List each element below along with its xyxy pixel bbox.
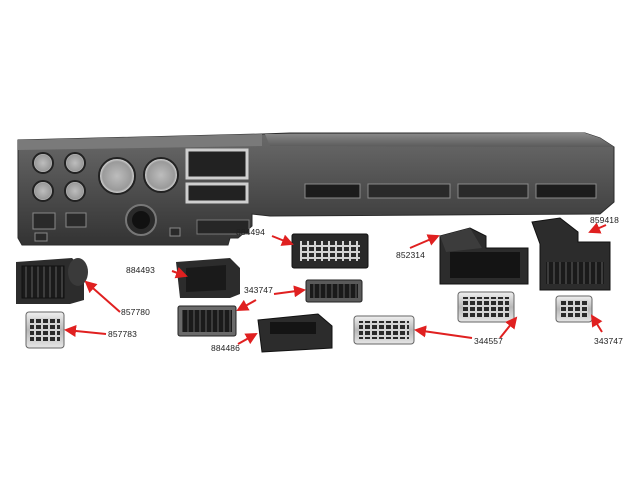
vent-344557-center [353,315,415,345]
arrow-344557a [414,325,473,339]
vent-857783 [25,311,65,349]
arrow-343747a [273,285,306,298]
vent-884494 [291,233,369,269]
vent-343747-middle [305,279,363,303]
duct-852314 [439,227,529,285]
dash-openings [32,148,250,242]
arrow-343747a-b [236,299,257,311]
label-343747-right: 343747 [594,336,623,346]
label-343747-middle: 343747 [244,285,273,295]
duct-859418 [531,217,611,291]
arrow-857780 [84,280,121,313]
label-857783: 857783 [108,329,137,339]
callout-arrows [64,222,607,345]
arrow-884486 [237,333,258,345]
label-884486: 884486 [211,343,240,353]
arrow-343747b [590,314,603,333]
vent-344557-right [457,291,515,323]
label-857780: 857780 [121,307,150,317]
arrow-857783 [64,325,107,337]
label-852314: 852314 [396,250,425,260]
arrow-859418 [588,222,607,234]
vent-884486-left [177,305,237,337]
dash-right-vents [304,183,597,199]
housing-884486 [257,313,333,353]
gauge-cluster [32,152,179,236]
arrow-852314 [409,234,440,249]
bracket-884493 [176,258,240,298]
label-884493: 884493 [126,265,155,275]
vent-857780 [16,258,88,304]
label-344557: 344557 [474,336,503,346]
label-884494: 884494 [236,227,265,237]
vent-343747-right [555,295,593,323]
label-859418: 859418 [590,215,619,225]
arrow-884494 [271,234,294,246]
arrow-884493 [171,266,188,279]
arrow-344557b [499,316,518,339]
